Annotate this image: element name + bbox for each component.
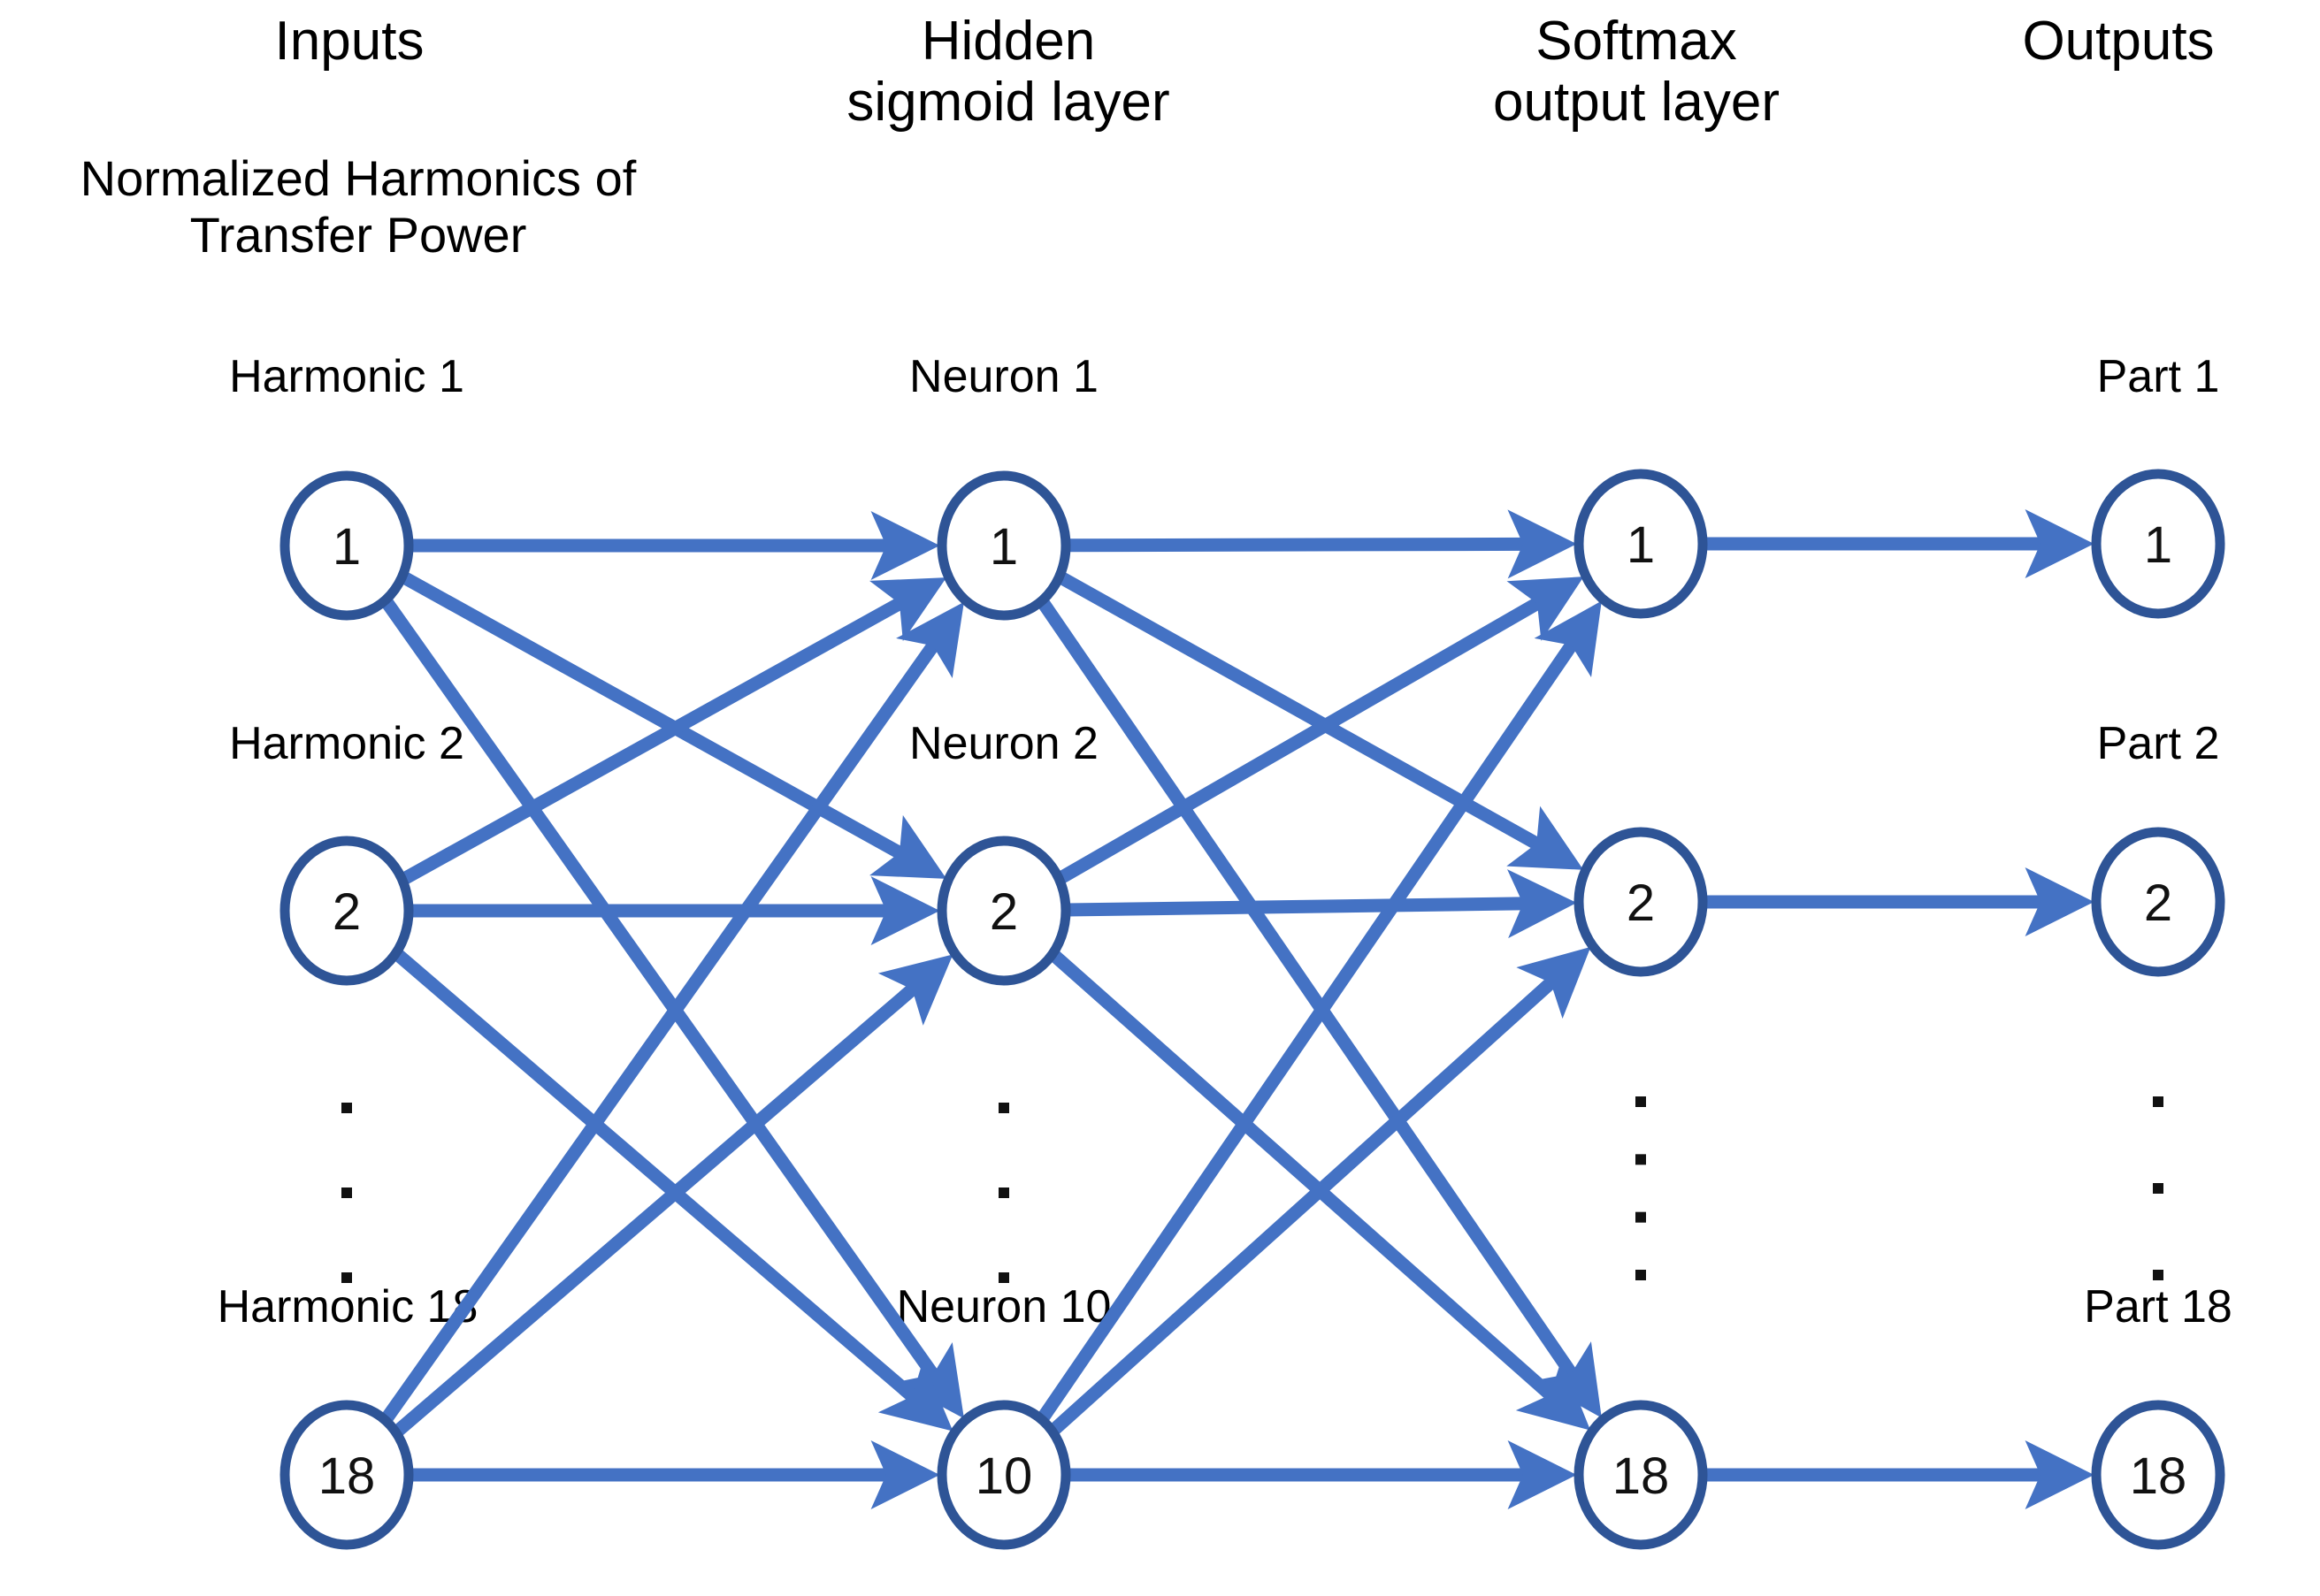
edge-input2-to-hidden1 [391,954,953,1438]
edge-hidden0-to-softmax0 [1065,509,1577,579]
header-outputs: Outputs [2022,11,2215,72]
edge-hidden2-to-softmax1 [1047,946,1591,1437]
node-softmax-2[interactable]: 2 [1573,827,1708,977]
node-hidden-2[interactable]: 2 [937,836,1071,986]
node-value: 18 [2130,1447,2187,1505]
node-value: 2 [2144,874,2172,932]
header-inputs-subtitle: Normalized Harmonics of Transfer Power [80,150,637,263]
node-label-input-18: Harmonic 18 [217,1281,479,1333]
node-value: 18 [1612,1447,1670,1505]
ellipsis-dot [1635,1096,1646,1107]
edge-input2-to-hidden0 [379,601,964,1424]
edge-hidden2-to-softmax0 [1036,600,1602,1424]
node-circle [937,470,1071,621]
node-label-hidden-10: Neuron 10 [896,1281,1112,1333]
node-output-3[interactable]: 18 [2091,1400,2225,1550]
ellipsis-dot [341,1103,352,1113]
node-softmax-1[interactable]: 1 [1573,469,1708,619]
edge-input0-to-hidden2 [379,596,964,1419]
node-circle [937,836,1071,986]
node-value: 1 [990,518,1018,576]
ellipsis-dot [1635,1211,1646,1223]
node-circle [279,470,414,621]
node-hidden-1[interactable]: 1 [937,470,1071,621]
edge-hidden1-to-softmax0 [1055,577,1584,885]
node-circle [2091,1400,2225,1550]
node-value: 2 [333,883,361,941]
node-circle [1573,1400,1708,1550]
edge-hidden0-to-softmax2 [1036,597,1602,1418]
ellipsis-dot [1635,1154,1646,1165]
ellipsis-layer [341,1096,2163,1283]
node-circle [279,1400,414,1550]
edge-layer [379,509,2094,1510]
node-label-hidden-2: Neuron 2 [909,718,1099,769]
node-label-input-1: Harmonic 1 [229,351,464,402]
node-input-1[interactable]: 1 [279,470,414,621]
node-circle [1573,469,1708,619]
ellipsis-dot [341,1187,352,1198]
edge-hidden1-to-softmax1 [1065,869,1577,939]
node-value: 1 [333,518,361,576]
header-hidden-layer: Hidden sigmoid layer [846,11,1170,134]
header-inputs: Inputs [274,11,425,72]
node-output-2[interactable]: 2 [2091,827,2225,977]
node-circle [2091,827,2225,977]
edge-input1-to-hidden0 [399,577,947,886]
node-value: 1 [1627,516,1655,574]
ellipsis-dot [999,1272,1009,1283]
node-layer: 1 2 18 1 2 10 1 2 18 1 2 18 [279,469,2225,1550]
ellipsis-dot [1635,1270,1646,1280]
node-input-2[interactable]: 2 [279,836,414,986]
node-value: 2 [990,883,1018,941]
node-label-output-18: Part 18 [2084,1281,2232,1333]
node-softmax-3[interactable]: 18 [1573,1400,1708,1550]
ellipsis-dot [2153,1183,2163,1194]
ellipsis-dot [341,1272,352,1283]
node-value: 1 [2144,516,2172,574]
node-label-hidden-1: Neuron 1 [909,351,1099,402]
node-label-output-1: Part 1 [2096,351,2220,402]
node-input-3[interactable]: 18 [279,1400,414,1550]
node-value: 10 [976,1447,1033,1505]
header-softmax-layer: Softmax output layer [1493,11,1780,134]
ellipsis-dot [2153,1096,2163,1107]
edge-hidden0-to-softmax1 [1055,570,1584,870]
node-label-input-2: Harmonic 2 [229,718,464,769]
node-circle [1573,827,1708,977]
ellipsis-dot [999,1103,1009,1113]
node-circle [937,1400,1071,1550]
ellipsis-dot [2153,1270,2163,1280]
node-output-1[interactable]: 1 [2091,469,2225,619]
node-label-output-2: Part 2 [2096,718,2220,769]
edge-input1-to-hidden2 [391,948,953,1432]
node-hidden-3[interactable]: 10 [937,1400,1071,1550]
node-value: 18 [318,1447,376,1505]
node-circle [2091,469,2225,619]
ellipsis-dot [999,1187,1009,1198]
node-circle [279,836,414,986]
node-value: 2 [1627,874,1655,932]
edge-input0-to-hidden1 [399,570,947,879]
